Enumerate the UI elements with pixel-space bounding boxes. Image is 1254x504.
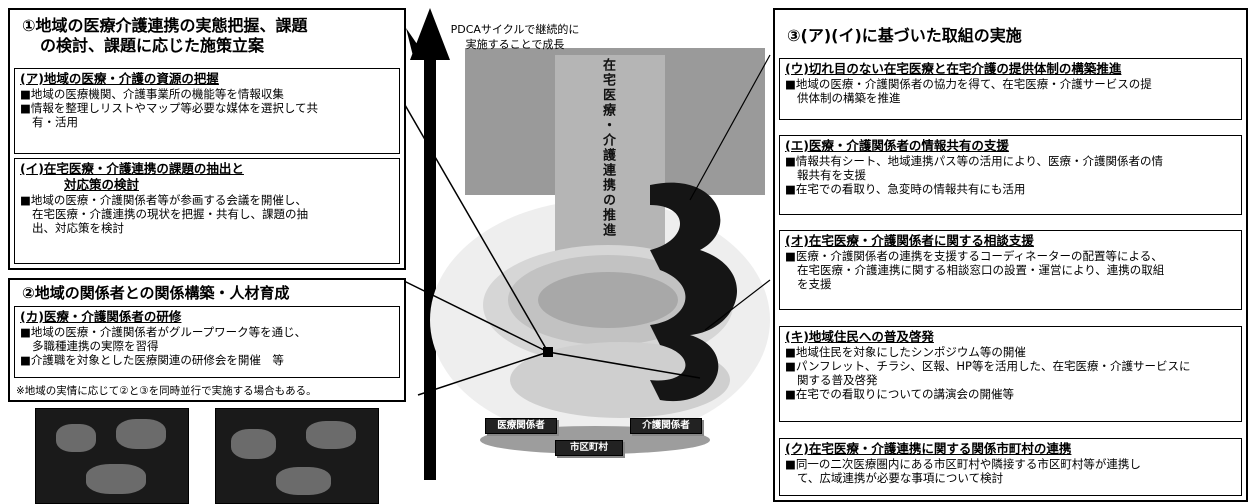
subsection-o: (オ)在宅医療・介護関係者に関する相談支援 ■医療・介護関係者の連携を支援するコ… <box>779 230 1242 310</box>
section-3-title: ③(ア)(イ)に基づいた取組の実施 <box>787 26 1022 45</box>
photo-workshop-2 <box>215 408 379 504</box>
subsection-ki-line: ■在宅での看取りについての講演会の開催等 <box>785 387 1015 401</box>
subsection-i-title-2: 対応策の検討 <box>64 177 140 192</box>
subsection-u-line: ■地域の医療・介護関係者の協力を得て、在宅医療・介護サービスの提 <box>785 77 1152 91</box>
tag-care: 介護関係者 <box>630 418 702 434</box>
connector-line <box>401 279 549 353</box>
promotion-arrow-label: 在宅医療・介護連携の推進 <box>600 58 615 238</box>
subsection-u-title: (ウ)切れ目のない在宅医療と在宅介護の提供体制の構築推進 <box>785 61 1122 76</box>
subsection-ku-line: ■同一の二次医療圏内にある市区町村や隣接する市区町村等が連携し <box>785 457 1141 471</box>
section-1-title-line-1: ①地域の医療介護連携の実態把握、課題 <box>22 16 308 35</box>
photo-workshop-1 <box>35 408 189 504</box>
dark-swirl <box>650 182 738 402</box>
subsection-u-line: 供体制の構築を推進 <box>797 91 901 105</box>
subsection-ku-title: (ク)在宅医療・介護連携に関する関係市町村の連携 <box>785 441 1072 456</box>
subsection-ki-line: 関する普及啓発 <box>797 373 878 387</box>
subsection-u: (ウ)切れ目のない在宅医療と在宅介護の提供体制の構築推進 ■地域の医療・介護関係… <box>779 58 1242 120</box>
subsection-i: (イ)在宅医療・介護連携の課題の抽出と 対応策の検討 ■地域の医療・介護関係者等… <box>14 158 400 264</box>
parallel-note: ※地域の実情に応じて②と③を同時並行で実施する場合もある。 <box>16 385 317 397</box>
subsection-o-line: を支援 <box>797 277 832 291</box>
subsection-i-line: 出、対応策を検討 <box>32 221 124 235</box>
subsection-ka-title: (カ)医療・介護関係者の研修 <box>20 309 182 324</box>
subsection-e-line: ■在宅での看取り、急変時の情報共有にも活用 <box>785 182 1026 196</box>
subsection-a-title: (ア)地域の医療・介護の資源の把握 <box>20 71 219 86</box>
section-1-title: ①地域の医療介護連携の実態把握、課題 の検討、課題に応じた施策立案 <box>22 16 308 56</box>
subsection-e: (エ)医療・介護関係者の情報共有の支援 ■情報共有シート、地域連携パス等の活用に… <box>779 135 1242 215</box>
subsection-o-line: 在宅医療・介護連携に関する相談窓口の設置・運営により、連携の取組 <box>797 263 1165 277</box>
subsection-ki-line: ■地域住民を対象にしたシンポジウム等の開催 <box>785 345 1026 359</box>
pdca-line-2: 実施することで成長 <box>465 38 565 51</box>
subsection-ku-line: て、広域連携が必要な事項について検討 <box>797 471 1004 485</box>
subsection-a: (ア)地域の医療・介護の資源の把握 ■地域の医療機関、介護事業所の機能等を情報収… <box>14 68 400 154</box>
subsection-i-title: (イ)在宅医療・介護連携の課題の抽出と <box>20 161 244 176</box>
connector-line <box>704 279 771 331</box>
subsection-ka-line: ■地域の医療・介護関係者がグループワーク等を通じ、 <box>20 325 307 339</box>
growth-arrow <box>410 8 450 480</box>
connector-line <box>417 351 549 396</box>
subsection-e-title: (エ)医療・介護関係者の情報共有の支援 <box>785 138 1009 153</box>
subsection-ka: (カ)医療・介護関係者の研修 ■地域の医療・介護関係者がグループワーク等を通じ、… <box>14 306 400 378</box>
tag-medical: 医療関係者 <box>485 418 557 434</box>
section-1-title-line-2: の検討、課題に応じた施策立案 <box>40 36 265 55</box>
connector-line <box>547 351 701 379</box>
subsection-o-title: (オ)在宅医療・介護関係者に関する相談支援 <box>785 233 1034 248</box>
subsection-e-line: 報共有を支援 <box>797 168 866 182</box>
pdca-caption: PDCAサイクルで継続的に 実施することで成長 <box>440 22 590 52</box>
section-1-panel: ①地域の医療介護連携の実態把握、課題 の検討、課題に応じた施策立案 (ア)地域の… <box>8 8 406 270</box>
connector-line <box>404 104 549 353</box>
subsection-i-line: 在宅医療・介護連携の現状を把握・共有し、課題の抽 <box>32 207 308 221</box>
subsection-a-line: ■情報を整理しリストやマップ等必要な媒体を選択して共 <box>20 101 319 115</box>
subsection-ki-title: (キ)地域住民への普及啓発 <box>785 329 934 344</box>
pdca-line-1: PDCAサイクルで継続的に <box>450 23 580 36</box>
subsection-e-line: ■情報共有シート、地域連携パス等の活用により、医療・介護関係者の情 <box>785 154 1163 168</box>
subsection-ka-line: 多職種連携の実際を習得 <box>32 339 159 353</box>
subsection-i-line: ■地域の医療・介護関係者等が参画する会議を開催し、 <box>20 193 307 207</box>
subsection-a-line: ■地域の医療機関、介護事業所の機能等を情報収集 <box>20 87 284 101</box>
section-2-title: ②地域の関係者との関係構築・人材育成 <box>22 284 290 302</box>
subsection-ki: (キ)地域住民への普及啓発 ■地域住民を対象にしたシンポジウム等の開催 ■パンフ… <box>779 326 1242 422</box>
subsection-o-line: ■医療・介護関係者の連携を支援するコーディネーターの配置等による、 <box>785 249 1163 263</box>
subsection-ki-line: ■パンフレット、チラシ、区報、HP等を活用した、在宅医療・介護サービスに <box>785 359 1191 373</box>
subsection-ka-line: ■介護職を対象とした医療関連の研修会を開催 等 <box>20 353 284 367</box>
subsection-ku: (ク)在宅医療・介護連携に関する関係市町村の連携 ■同一の二次医療圏内にある市区… <box>779 438 1242 496</box>
section-2-panel: ②地域の関係者との関係構築・人材育成 (カ)医療・介護関係者の研修 ■地域の医療… <box>8 278 406 402</box>
connector-line <box>689 54 771 201</box>
connector-node <box>543 347 553 357</box>
tag-city: 市区町村 <box>555 440 623 456</box>
ring-inner <box>538 272 678 328</box>
section-3-panel: ③(ア)(イ)に基づいた取組の実施 (ウ)切れ目のない在宅医療と在宅介護の提供体… <box>773 8 1248 502</box>
subsection-a-line: 有・活用 <box>32 115 78 129</box>
